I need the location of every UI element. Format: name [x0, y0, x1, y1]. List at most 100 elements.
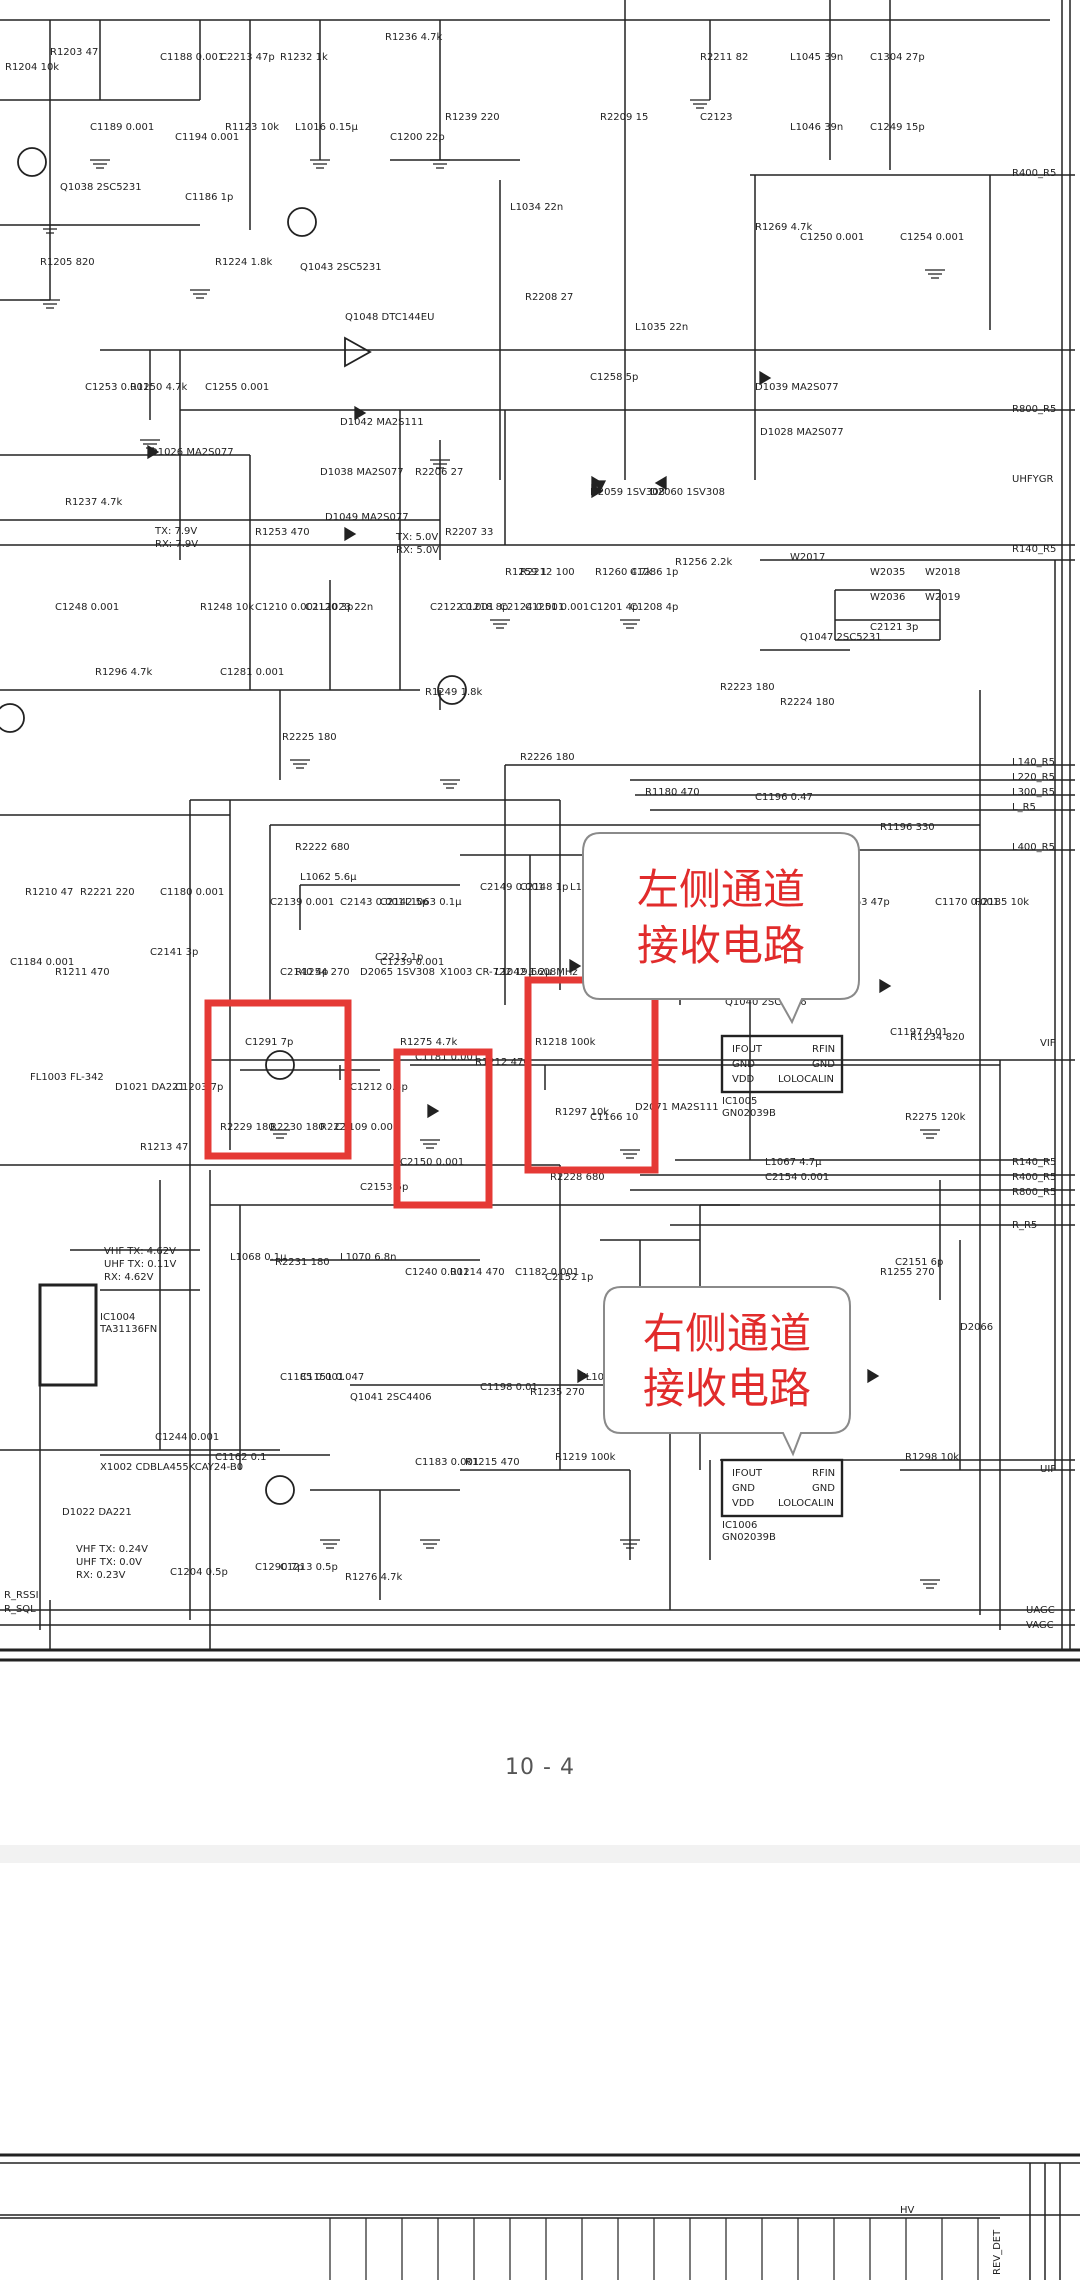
- component-label: C2153 5p: [360, 1182, 408, 1193]
- component-label: R1269 4.7k: [755, 222, 812, 233]
- component-label: L1042 1.2μ: [495, 967, 552, 978]
- component-label: W2035: [870, 567, 905, 578]
- component-label: R1297 10k: [555, 1107, 609, 1118]
- component-label: C1182 0.001: [515, 1267, 579, 1278]
- component-label: D2071 MA2S111: [635, 1102, 719, 1113]
- component-label: C1166 10: [590, 1112, 638, 1123]
- component-label: C1218 8p: [460, 602, 508, 613]
- component-label: C2154 0.001: [765, 1172, 829, 1183]
- svg-text:VDD: VDD: [732, 1498, 755, 1509]
- component-label: Q1047 2SC5231: [800, 632, 882, 643]
- component-label: C1251 0.001: [525, 602, 589, 613]
- svg-text:R800_R5: R800_R5: [1012, 404, 1056, 415]
- component-label: C2124 0.001: [500, 602, 564, 613]
- callout-right-line1: 右侧通道: [643, 1309, 811, 1358]
- component-label: D1039 MA2S077: [755, 382, 839, 393]
- page-number: 10 - 4: [505, 1755, 575, 1780]
- component-label: C1196 0.47: [755, 792, 813, 803]
- component-label: C2212 1p: [375, 952, 423, 963]
- component-label: R1211 470: [55, 967, 110, 978]
- component-label: C1244 0.001: [155, 1432, 219, 1443]
- svg-text:VAGC: VAGC: [1026, 1620, 1054, 1631]
- svg-text:L400_R5: L400_R5: [1012, 842, 1055, 853]
- component-label: Q1041 2SC4406: [350, 1392, 432, 1403]
- svg-text:VIF: VIF: [1040, 1038, 1056, 1049]
- component-label: R1210 47: [25, 887, 73, 898]
- component-label: C1239 0.001: [380, 957, 444, 968]
- callout-left-channel: 左侧通道 接收电路: [582, 832, 860, 1025]
- highlight-d1021: [393, 1048, 493, 1209]
- component-label: Q1043 2SC5231: [300, 262, 382, 273]
- component-label: C1208 4p: [630, 602, 678, 613]
- svg-text:VDD: VDD: [732, 1074, 755, 1085]
- component-label: X1003 CR-722 19.6608MHz: [440, 967, 578, 978]
- svg-text:TX: 5.0V: TX: 5.0V: [395, 532, 438, 543]
- svg-text:IC1005: IC1005: [722, 1096, 757, 1107]
- component-label: R1214 470: [450, 1267, 505, 1278]
- component-label: D2059 1SV308: [590, 487, 665, 498]
- component-label: R2227: [320, 1122, 352, 1133]
- component-label: R1234 820: [910, 1032, 965, 1043]
- component-label: R1180 470: [645, 787, 700, 798]
- component-label: R2225 180: [282, 732, 337, 743]
- component-label: C1186 1p: [185, 192, 233, 203]
- schematic-diagram: R400_R5 R800_R5 UHFYGR R140_R5 L140_R5 L…: [0, 0, 1080, 1662]
- svg-text:RX: 7.9V: RX: 7.9V: [155, 539, 198, 550]
- svg-text:UHF TX: 0.11V: UHF TX: 0.11V: [104, 1259, 177, 1270]
- component-label: C2150 0.001: [400, 1157, 464, 1168]
- svg-text:GN02039B: GN02039B: [722, 1532, 776, 1543]
- component-label: C2143 0.001: [340, 897, 404, 908]
- callout-right-line2: 接收电路: [643, 1364, 811, 1413]
- component-label: R2226 180: [520, 752, 575, 763]
- component-label: R2228 680: [550, 1172, 605, 1183]
- component-label: L1023 22n: [320, 602, 373, 613]
- component-label: R2229 180: [220, 1122, 275, 1133]
- component-label: L1070 6.8n: [340, 1252, 396, 1263]
- component-label: C1253 0.001: [85, 382, 149, 393]
- component-label: C1200 22p: [390, 132, 445, 143]
- component-label: D1021 DA221: [115, 1082, 185, 1093]
- svg-text:VHF TX: 0.24V: VHF TX: 0.24V: [76, 1544, 148, 1555]
- component-label: R2208 27: [525, 292, 573, 303]
- component-label: C1240 0.001: [405, 1267, 469, 1278]
- svg-text:IFOUT: IFOUT: [732, 1468, 763, 1479]
- svg-text:R800_R5: R800_R5: [1012, 1187, 1056, 1198]
- svg-text:IFOUT: IFOUT: [732, 1044, 763, 1055]
- component-label: C1189 0.001: [90, 122, 154, 133]
- component-label: D2065 1SV308: [360, 967, 435, 978]
- component-label: D1042 MA2S111: [340, 417, 424, 428]
- component-label: C1185 0.001: [280, 1372, 344, 1383]
- component-label: D1028 MA2S077: [760, 427, 844, 438]
- component-label: L1016 0.15μ: [295, 122, 358, 133]
- schematic-page: R400_R5 R800_R5 UHFYGR R140_R5 L140_R5 L…: [0, 0, 1080, 1780]
- svg-text:GND: GND: [812, 1059, 835, 1070]
- svg-text:R400_R5: R400_R5: [1012, 1172, 1056, 1183]
- component-label: R1123 10k: [225, 122, 279, 133]
- component-label: C2151 6p: [895, 1257, 943, 1268]
- component-label: R1259 1: [505, 567, 547, 578]
- component-label: R1237 4.7k: [65, 497, 122, 508]
- component-label: C1109 0.001: [335, 1122, 399, 1133]
- component-label: C1184 0.001: [10, 957, 74, 968]
- component-label: R1239 220: [445, 112, 500, 123]
- component-label: W2019: [925, 592, 960, 603]
- component-label: C1197 0.01: [890, 1027, 948, 1038]
- svg-text:VHF TX: 4.62V: VHF TX: 4.62V: [104, 1246, 176, 1257]
- svg-text:RX: 0.23V: RX: 0.23V: [76, 1570, 126, 1581]
- svg-text:UHFYGR: UHFYGR: [1012, 474, 1053, 485]
- component-label: L1062 5.6μ: [300, 872, 357, 883]
- component-label: C1162 0.1: [215, 1452, 267, 1463]
- component-label: D2066: [960, 1322, 993, 1333]
- component-label: R2231 180: [275, 1257, 330, 1268]
- svg-text:LOLOCALIN: LOLOCALIN: [778, 1074, 834, 1085]
- component-label: C1170 0.001: [935, 897, 999, 908]
- component-label: C2148 1p: [520, 882, 568, 893]
- component-label: D1049 MA2S077: [325, 512, 409, 523]
- svg-text:LOLOCALIN: LOLOCALIN: [778, 1498, 834, 1509]
- component-label: R2206 27: [415, 467, 463, 478]
- component-label: R1250 4.7k: [130, 382, 187, 393]
- ic1004-body: [38, 1283, 98, 1387]
- component-label: R1218 100k: [535, 1037, 596, 1048]
- svg-text:IC1004: IC1004: [100, 1312, 135, 1323]
